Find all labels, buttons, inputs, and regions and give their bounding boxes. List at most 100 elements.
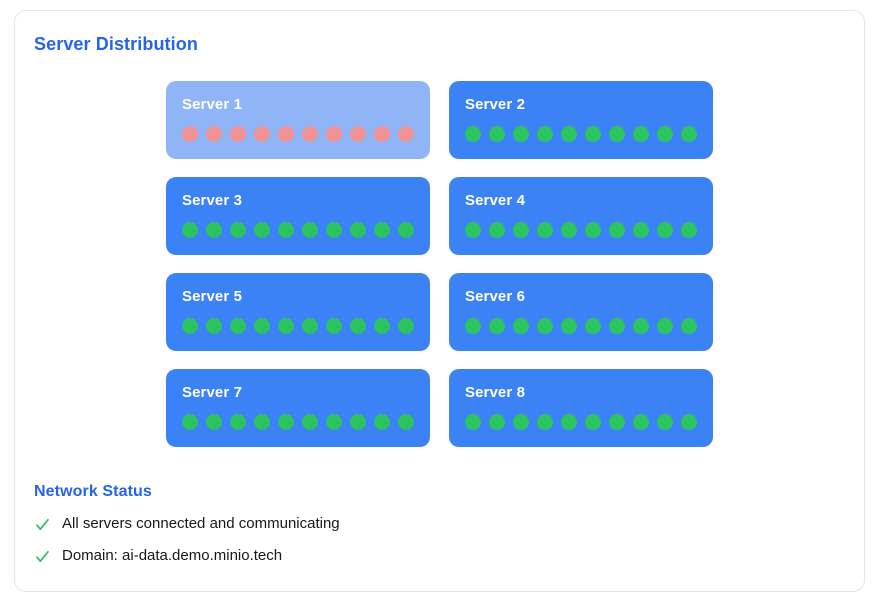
drive-dot: [561, 414, 577, 430]
server-card: Server 1: [166, 81, 430, 159]
drive-dot: [609, 318, 625, 334]
drive-dot: [278, 222, 294, 238]
server-card: Server 5: [166, 273, 430, 351]
server-name: Server 8: [465, 384, 526, 401]
drive-dot: [182, 318, 198, 334]
drive-dot: [681, 414, 697, 430]
drive-dot: [585, 318, 601, 334]
drive-dot: [398, 414, 414, 430]
drive-dot: [206, 126, 222, 142]
drive-dot: [489, 318, 505, 334]
drive-dot: [657, 318, 673, 334]
drive-dot: [230, 414, 246, 430]
server-card: Server 2: [449, 81, 713, 159]
drive-dot: [513, 222, 529, 238]
drive-dot: [350, 414, 366, 430]
network-status-item: Domain: ai-data.demo.minio.tech: [34, 546, 845, 566]
drive-dot: [561, 222, 577, 238]
network-status-text: All servers connected and communicating: [62, 515, 340, 532]
server-name: Server 1: [182, 96, 243, 113]
drive-dot: [302, 414, 318, 430]
drive-dot: [609, 126, 625, 142]
drive-dot: [326, 414, 342, 430]
check-icon: [36, 518, 49, 530]
drive-dot: [254, 318, 270, 334]
drive-dot: [585, 414, 601, 430]
drive-dot: [374, 222, 390, 238]
drive-dot: [278, 318, 294, 334]
drive-dot: [465, 318, 481, 334]
drive-dot: [681, 222, 697, 238]
drive-dot: [182, 126, 198, 142]
drive-dots: [182, 414, 414, 430]
drive-dot: [681, 318, 697, 334]
server-distribution-panel: Server Distribution Server 1 Server 2 Se…: [14, 10, 865, 592]
drive-dot: [206, 222, 222, 238]
drive-dot: [230, 222, 246, 238]
server-name: Server 5: [182, 288, 243, 305]
drive-dot: [513, 318, 529, 334]
network-status-item: All servers connected and communicating: [34, 514, 845, 534]
server-card: Server 8: [449, 369, 713, 447]
drive-dot: [374, 126, 390, 142]
server-name: Server 7: [182, 384, 243, 401]
drive-dot: [633, 414, 649, 430]
network-status-list: All servers connected and communicating …: [34, 514, 845, 566]
server-card: Server 3: [166, 177, 430, 255]
drive-dot: [254, 414, 270, 430]
drive-dots: [465, 222, 697, 238]
drive-dot: [206, 318, 222, 334]
drive-dot: [609, 414, 625, 430]
drive-dot: [657, 222, 673, 238]
drive-dot: [350, 222, 366, 238]
drive-dot: [489, 222, 505, 238]
server-name: Server 4: [465, 192, 526, 209]
drive-dot: [537, 414, 553, 430]
network-status-section: Network Status All servers connected and…: [34, 482, 845, 566]
drive-dot: [609, 222, 625, 238]
server-name: Server 3: [182, 192, 243, 209]
drive-dot: [374, 318, 390, 334]
drive-dot: [633, 126, 649, 142]
drive-dot: [465, 414, 481, 430]
drive-dot: [326, 222, 342, 238]
drive-dot: [537, 126, 553, 142]
drive-dots: [465, 126, 697, 142]
drive-dot: [302, 318, 318, 334]
drive-dot: [465, 126, 481, 142]
drive-dot: [681, 126, 697, 142]
drive-dot: [537, 222, 553, 238]
drive-dot: [326, 318, 342, 334]
drive-dot: [513, 126, 529, 142]
server-card: Server 4: [449, 177, 713, 255]
drive-dot: [182, 414, 198, 430]
drive-dot: [633, 318, 649, 334]
drive-dot: [489, 414, 505, 430]
drive-dot: [278, 126, 294, 142]
drive-dot: [350, 126, 366, 142]
drive-dot: [489, 126, 505, 142]
drive-dot: [350, 318, 366, 334]
drive-dot: [657, 126, 673, 142]
server-grid: Server 1 Server 2 Server 3 Server 4 Serv…: [166, 81, 713, 447]
drive-dot: [254, 222, 270, 238]
drive-dot: [465, 222, 481, 238]
drive-dot: [585, 126, 601, 142]
server-card: Server 7: [166, 369, 430, 447]
drive-dot: [302, 126, 318, 142]
drive-dot: [374, 414, 390, 430]
drive-dot: [302, 222, 318, 238]
drive-dot: [278, 414, 294, 430]
drive-dot: [585, 222, 601, 238]
drive-dot: [633, 222, 649, 238]
drive-dot: [398, 222, 414, 238]
network-status-text: Domain: ai-data.demo.minio.tech: [62, 547, 283, 564]
server-card: Server 6: [449, 273, 713, 351]
drive-dot: [657, 414, 673, 430]
drive-dot: [537, 318, 553, 334]
drive-dot: [182, 222, 198, 238]
server-name: Server 6: [465, 288, 526, 305]
drive-dots: [465, 318, 697, 334]
drive-dot: [230, 126, 246, 142]
drive-dot: [254, 126, 270, 142]
